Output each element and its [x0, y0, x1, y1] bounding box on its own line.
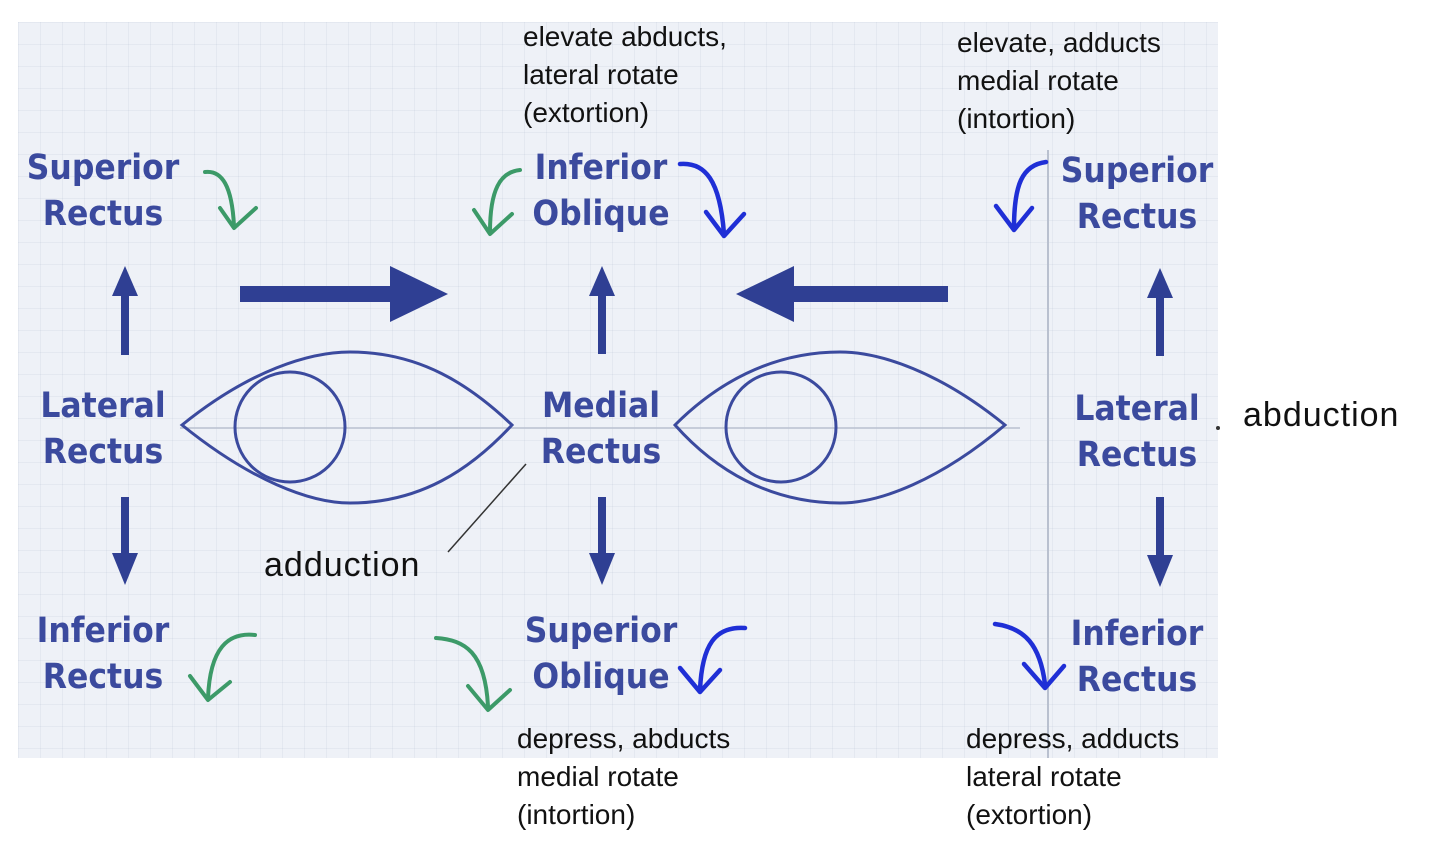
blue-curved-arrow-icon	[992, 621, 1067, 691]
abduction-leader-dot	[1216, 426, 1220, 430]
big-arrow-right-icon	[240, 266, 448, 322]
note-line: (extortion)	[966, 799, 1093, 830]
right-inferior-rectus-label: Inferior Rectus	[1037, 611, 1237, 703]
diagram-panel	[18, 22, 1218, 758]
muscle-word: Superior	[26, 148, 180, 188]
left-superior-rectus-label: Superior Rectus	[3, 145, 203, 237]
arrow-up-left-icon	[112, 266, 138, 355]
blue-curved-arrow-icon	[677, 625, 748, 695]
muscle-word: Rectus	[1076, 660, 1198, 700]
note-line: medial rotate	[517, 761, 679, 792]
muscle-word: Superior	[524, 611, 678, 651]
arrow-down-center-icon	[589, 497, 615, 585]
muscle-word: Rectus	[1076, 435, 1198, 475]
muscle-word: Rectus	[42, 657, 164, 697]
arrow-down-left-icon	[112, 497, 138, 585]
adduction-leader-line	[447, 463, 527, 553]
muscle-word: Rectus	[42, 194, 164, 234]
muscle-word: Oblique	[532, 194, 670, 234]
note-line: lateral rotate	[966, 761, 1122, 792]
green-curved-arrow-icon	[188, 632, 257, 702]
note-line: (intortion)	[517, 799, 636, 830]
green-curved-arrow-icon	[203, 169, 258, 230]
left-inferior-rectus-label: Inferior Rectus	[3, 608, 203, 700]
green-curved-arrow-icon	[434, 636, 512, 712]
muscle-word: Inferior	[1070, 614, 1204, 654]
note-line: (extortion)	[523, 97, 650, 128]
superior-rectus-action-note: elevate, adducts medial rotate (intortio…	[957, 24, 1161, 138]
muscle-word: Superior	[1060, 151, 1214, 191]
arrow-down-right-icon	[1147, 497, 1173, 587]
right-superior-rectus-label: Superior Rectus	[1037, 148, 1237, 240]
muscle-word: Lateral	[40, 386, 166, 426]
left-lateral-rectus-label: Lateral Rectus	[3, 383, 203, 475]
right-eye-icon	[672, 350, 1008, 505]
adduction-label: adduction	[264, 546, 421, 584]
arrow-up-right-icon	[1147, 268, 1173, 356]
abduction-label: abduction	[1243, 396, 1400, 434]
right-lateral-rectus-label: Lateral Rectus	[1037, 386, 1237, 478]
note-line: elevate abducts,	[523, 21, 727, 52]
note-line: lateral rotate	[523, 59, 679, 90]
superior-oblique-label: Superior Oblique	[501, 608, 701, 700]
note-line: depress, adducts	[966, 723, 1180, 754]
blue-curved-arrow-icon	[993, 159, 1049, 233]
muscle-word: Rectus	[1076, 197, 1198, 237]
arrow-up-center-icon	[589, 266, 615, 354]
left-eye-icon	[179, 350, 515, 505]
muscle-word: Lateral	[1074, 389, 1200, 429]
medial-rectus-label: Medial Rectus	[501, 383, 701, 475]
muscle-word: Inferior	[534, 148, 668, 188]
note-line: depress, abducts	[517, 723, 731, 754]
blue-curved-arrow-icon	[677, 161, 747, 239]
superior-oblique-action-note: depress, abducts medial rotate (intortio…	[517, 720, 730, 834]
note-line: (intortion)	[957, 103, 1076, 134]
muscle-word: Oblique	[532, 657, 670, 697]
muscle-word: Inferior	[36, 611, 170, 651]
inferior-oblique-action-note: elevate abducts, lateral rotate (extorti…	[523, 18, 727, 132]
big-arrow-left-icon	[736, 266, 948, 322]
inferior-oblique-label: Inferior Oblique	[501, 145, 701, 237]
note-line: elevate, adducts	[957, 27, 1161, 58]
muscle-word: Rectus	[540, 432, 662, 472]
note-line: medial rotate	[957, 65, 1119, 96]
green-curved-arrow-icon	[472, 168, 522, 236]
muscle-word: Rectus	[42, 432, 164, 472]
muscle-word: Medial	[541, 386, 661, 426]
inferior-rectus-action-note: depress, adducts lateral rotate (extorti…	[966, 720, 1179, 834]
